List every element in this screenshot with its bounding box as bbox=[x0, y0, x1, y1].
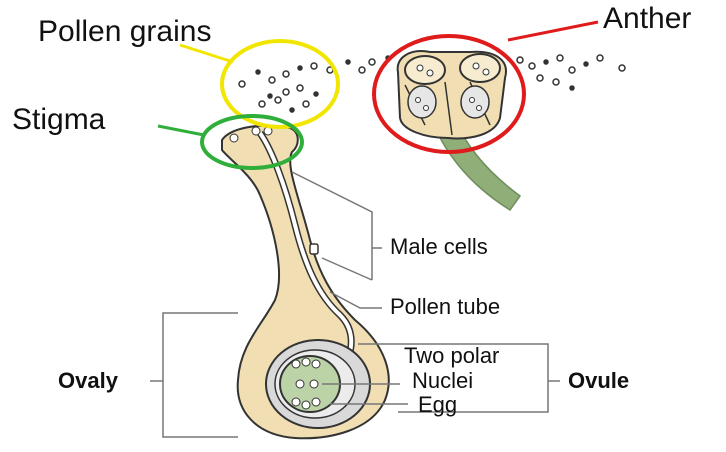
pollen-grain bbox=[297, 85, 303, 91]
pollen-grain bbox=[529, 63, 535, 69]
pollen-grain bbox=[570, 86, 574, 90]
pollen-grain bbox=[569, 67, 575, 73]
label-nuclei: Nuclei bbox=[412, 370, 473, 392]
label-ovule: Ovule bbox=[568, 370, 629, 392]
pollen-grain bbox=[259, 101, 265, 107]
pollen-grain bbox=[359, 67, 365, 73]
pollen-grain bbox=[597, 55, 603, 61]
label-male-cells: Male cells bbox=[390, 236, 488, 258]
pollen-grain bbox=[619, 65, 625, 71]
stigma-pointer bbox=[158, 126, 204, 135]
pollen-grain bbox=[557, 55, 563, 61]
pollen-grain bbox=[346, 60, 350, 64]
pollen-grain bbox=[553, 79, 559, 85]
label-pollen-grains: Pollen grains bbox=[38, 17, 211, 47]
pistil bbox=[222, 126, 389, 439]
pollen-grain bbox=[369, 59, 375, 65]
label-pollen-tube: Pollen tube bbox=[390, 296, 500, 318]
pollen-grain bbox=[269, 77, 275, 83]
pollen-grain bbox=[256, 70, 260, 74]
pollen-grain bbox=[268, 94, 272, 98]
anther bbox=[398, 51, 506, 138]
pollen-grain bbox=[311, 63, 317, 69]
pollen-grain bbox=[537, 75, 543, 81]
label-egg: Egg bbox=[418, 394, 457, 416]
pollen-grain bbox=[290, 108, 294, 112]
label-ovaly: Ovaly bbox=[58, 370, 118, 392]
pollen-grain bbox=[314, 92, 318, 96]
label-anther: Anther bbox=[603, 4, 691, 34]
pollen-grain bbox=[517, 57, 523, 63]
label-stigma: Stigma bbox=[12, 105, 105, 135]
pollen-grain bbox=[303, 101, 309, 107]
pollen-grain bbox=[298, 66, 302, 70]
anther-pointer bbox=[508, 22, 598, 40]
pollen-grain bbox=[275, 97, 281, 103]
label-two-polar: Two polar bbox=[404, 345, 499, 367]
pollen-grain bbox=[544, 60, 548, 64]
pollen-grain bbox=[283, 71, 289, 77]
pollen-grain bbox=[584, 62, 588, 66]
pollen-grain bbox=[283, 89, 289, 95]
pollen-grain bbox=[239, 81, 245, 87]
